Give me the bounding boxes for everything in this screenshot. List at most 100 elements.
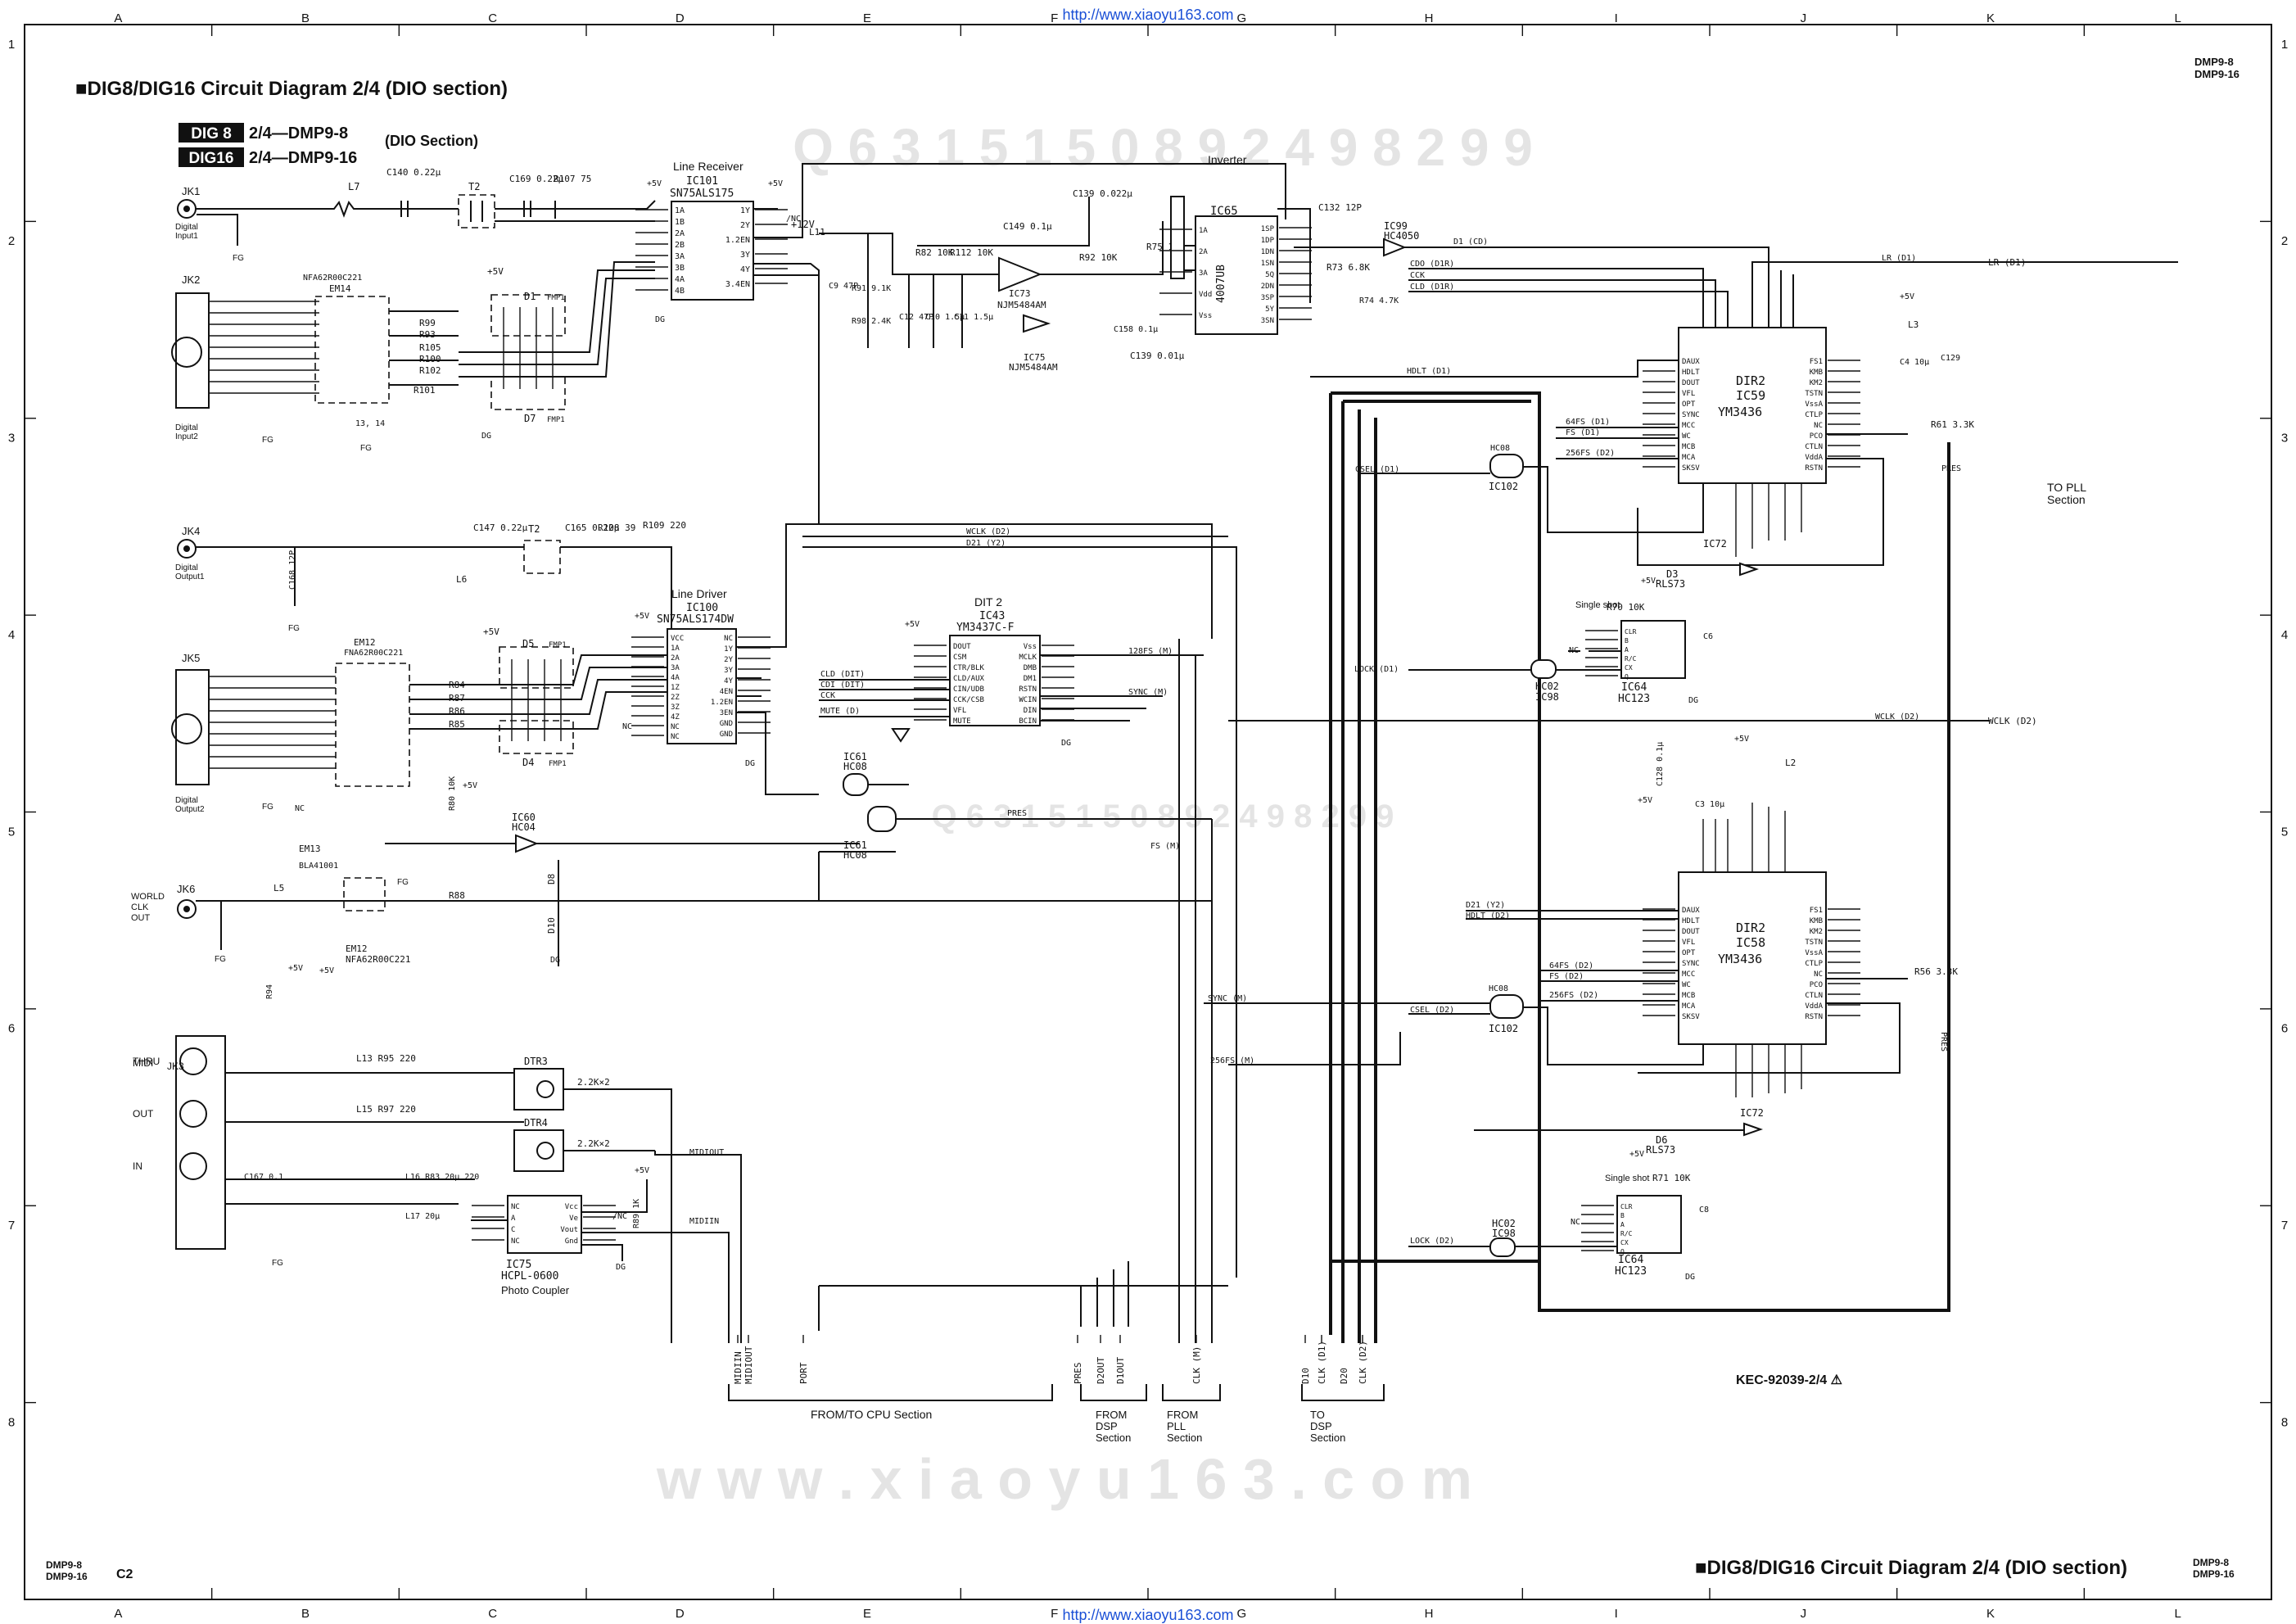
- ic75-left-pin-3: NC: [511, 1237, 520, 1246]
- bottom-net-5: D1OUT: [1115, 1357, 1126, 1384]
- jk3-thru-din: [179, 1047, 207, 1075]
- ic64b-nc: NC: [1571, 1218, 1580, 1227]
- ic59-right-pin-2: KM2: [1810, 379, 1823, 387]
- ic43-body: [949, 635, 1041, 726]
- ic100-left-pin-9: NC: [671, 723, 680, 731]
- ic43-left-pin-5: CCK/CSB: [953, 696, 984, 704]
- grid-col-top-K: K: [1986, 11, 1995, 25]
- ic100-left-pin-5: 1Z: [671, 684, 680, 692]
- jk5-nc: NC: [295, 804, 305, 813]
- ic58-right-pin-8: CTLN: [1805, 992, 1823, 1000]
- r86-label: R86: [449, 706, 465, 717]
- dtr4-value: 2.2K×2: [577, 1138, 610, 1149]
- em13-part: BLA41001: [299, 862, 338, 871]
- watermark-digits-top: Q 6 3 1 5 1 5 0 8 9 2 4 9 8 2 9 9: [793, 118, 1533, 177]
- ic43-left-pin-7: MUTE: [953, 717, 971, 726]
- ic65-left-strip: [1170, 196, 1185, 279]
- ic64a-body: [1620, 620, 1686, 679]
- section-brackets: [728, 1384, 1385, 1401]
- ic65-left-pin-3: Vdd: [1199, 291, 1212, 299]
- r84-label: R84: [449, 680, 465, 690]
- grid-col-bottom-L: L: [2174, 1607, 2181, 1621]
- ic100-left-pin-7: 3Z: [671, 703, 680, 712]
- ic58-top-pins: [1702, 803, 1786, 872]
- ic59-right-pin-10: RSTN: [1805, 464, 1823, 473]
- d3-part: RLS73: [1656, 578, 1685, 590]
- sig-fs-d1: FS (D1): [1566, 428, 1600, 437]
- ic64a-wires: [1408, 650, 1621, 671]
- ic58-right-pin-10: RSTN: [1805, 1013, 1823, 1021]
- jk1-fg: FG: [233, 254, 244, 263]
- grid-row-left-8: 8: [8, 1415, 15, 1429]
- l7-label: L7: [348, 181, 359, 192]
- ic59-left-pin-10: SKSV: [1682, 464, 1700, 473]
- jk5-desc-1: Digital: [175, 796, 198, 805]
- l16-r83-label: L16 R83 20μ 220: [405, 1173, 479, 1182]
- ic100-title: Line Driver: [671, 587, 727, 600]
- jk1-input-chain: JK1 Digital Input1 L7 C140 0.22μ T2 C169…: [175, 167, 656, 263]
- jk1-wires: [196, 208, 328, 246]
- to-pll-line1: TO PLL: [2047, 481, 2086, 494]
- jk1-jack-center: [183, 206, 190, 212]
- ic99-ref: IC99: [1384, 220, 1408, 232]
- ic43-right-pin-6: DIN: [1024, 707, 1037, 715]
- r99-label: R99: [419, 318, 436, 328]
- bottom-net-0: MIDIIN: [733, 1351, 743, 1384]
- ic100-ref: IC100: [686, 602, 718, 614]
- ic58-left-pin-4: OPT: [1682, 949, 1696, 957]
- ic99-output-wire: [1294, 247, 1769, 328]
- ic101-nc: /NC: [786, 215, 801, 224]
- sig-lock-d1: LOCK (D1): [1354, 665, 1399, 674]
- ic58-right-pin-6: NC: [1814, 970, 1823, 979]
- r82-label: R82 10K: [915, 247, 954, 258]
- jk6-desc-3: OUT: [131, 913, 151, 923]
- ic43-left-pin-2: CTR/BLK: [953, 664, 985, 672]
- corner-bottom-left-line1: DMP9-8: [46, 1559, 82, 1571]
- dtr-transistors: DTR3 2.2K×2 DTR4 2.2K×2 MIDIOUT MIDIIN: [513, 1056, 742, 1343]
- grid-col-bottom-I: I: [1615, 1607, 1618, 1621]
- sig-pres-right-1: PRES: [1941, 464, 1961, 473]
- corner-bottom-right-line1: DMP9-8: [2193, 1557, 2229, 1568]
- em12-part: FNA62R00C221: [344, 649, 403, 658]
- c10-label: C10 1.5μ: [925, 313, 965, 322]
- l2-label: L2: [1785, 758, 1796, 768]
- r92-label: R92 10K: [1079, 252, 1118, 263]
- c158-label: C158 0.1μ: [1114, 325, 1158, 334]
- ic75b-amp-symbol: [1023, 314, 1051, 333]
- ic43-left-pin-0: DOUT: [953, 643, 971, 651]
- section-from-pll: FROM PLL Section: [1167, 1409, 1202, 1444]
- ic100-right-pin-5: 4EN: [720, 688, 733, 696]
- ic64b-part: HC123: [1615, 1265, 1647, 1278]
- watermark-site: w w w . x i a o y u 1 6 3 . c o m: [656, 1447, 1472, 1511]
- watermark-url-bottom: http://www.xiaoyu163.com: [1062, 1607, 1233, 1623]
- d3-ref: D3: [1666, 568, 1678, 580]
- dtr3-box: [513, 1068, 564, 1111]
- ic101-v5-left: +5V: [647, 179, 662, 188]
- jk3-out-din: [179, 1100, 207, 1128]
- l3-label: L3: [1908, 319, 1919, 330]
- em12b-ref: EM12: [346, 943, 368, 954]
- ic65-right-pin-1: 1DP: [1261, 237, 1275, 245]
- r101-label: R101: [414, 385, 436, 396]
- sig-cck-dit: CCK: [820, 691, 835, 700]
- em14-pin-note: 13, 14: [355, 419, 385, 428]
- jk2-pin-wires: [209, 301, 319, 394]
- pll-bus-wires: [1178, 639, 1213, 1343]
- ic64a-pin-5: Q: [1625, 673, 1629, 681]
- r70-label: R70 10K: [1607, 602, 1645, 613]
- ic101-left-pin-1: 1B: [675, 218, 685, 227]
- r91-label: R91 9.1K: [852, 284, 891, 293]
- ic102b-ref: IC102: [1489, 1023, 1518, 1034]
- jk6-desc-2: CLK: [131, 902, 149, 912]
- grid-col-bottom-E: E: [863, 1607, 871, 1621]
- em14-out-wires: [389, 310, 459, 386]
- d10-ref: D10: [546, 917, 557, 934]
- ic64b-ref: IC64: [1618, 1254, 1643, 1266]
- ic100-left-pin-2: 2A: [671, 654, 680, 663]
- ic61a-ref: IC61: [843, 751, 867, 762]
- to-pll-section: TO PLL Section: [2047, 481, 2086, 506]
- grid-col-top-I: I: [1615, 11, 1618, 25]
- ic98b-gate: HC02: [1492, 1218, 1516, 1229]
- ic43-left-pin-6: VFL: [953, 707, 966, 715]
